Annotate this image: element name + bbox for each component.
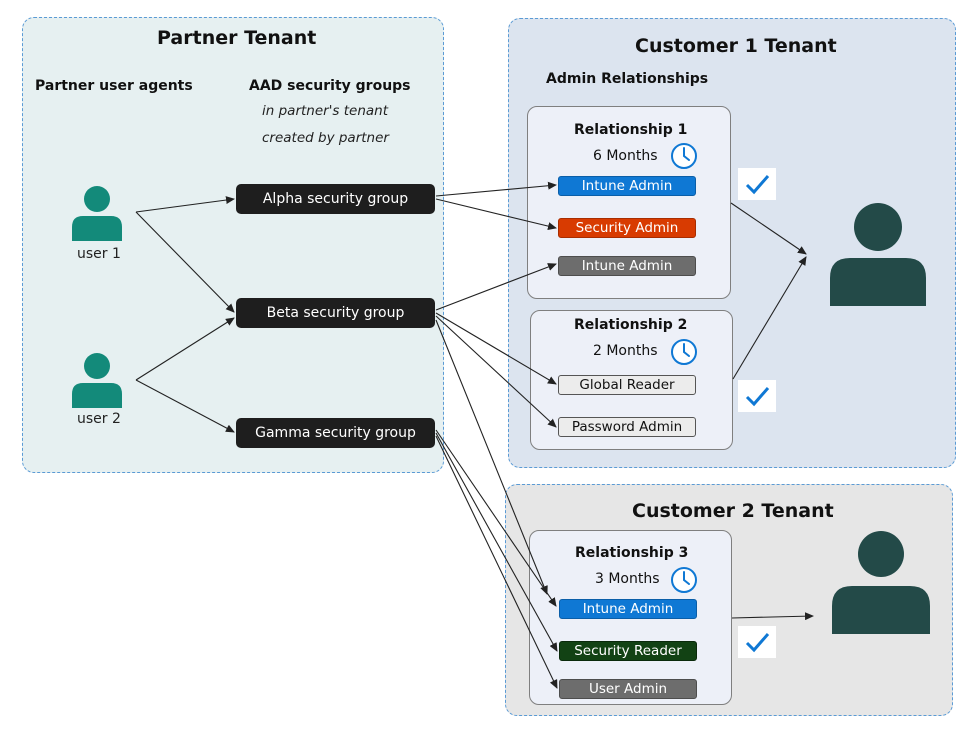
relationship-1-role-intune-admin: Intune Admin — [558, 176, 696, 196]
user-1-label: user 1 — [77, 246, 121, 262]
beta-to-global-reader-arrow — [435, 312, 557, 385]
checkmark-icon — [745, 633, 770, 653]
beta-to-password-admin-arrow — [435, 315, 557, 428]
relationship-1-clock-icon — [671, 143, 697, 169]
security-groups-heading: AAD security groups — [249, 78, 411, 94]
partner-agents-heading: Partner user agents — [35, 78, 193, 94]
relationship-3-clock-icon — [671, 567, 697, 593]
relationship-3-role-intune-admin: Intune Admin — [559, 599, 697, 619]
relationship-1-role-intune-admin-2: Intune Admin — [558, 256, 696, 276]
relationship-1-approved — [738, 168, 776, 200]
relationship-3-role-security-reader: Security Reader — [559, 641, 697, 661]
customer-1-tenant-title: Customer 1 Tenant — [635, 35, 837, 57]
relationship-1-title: Relationship 1 — [574, 122, 688, 138]
gamma-to-security-reader-arrow — [435, 432, 558, 652]
relationship-1-role-security-admin: Security Admin — [558, 218, 696, 238]
checkmark-icon — [745, 387, 770, 407]
security-groups-note-line1: in partner's tenant — [262, 103, 389, 119]
beta-to-intune-admin-2-arrow — [435, 263, 557, 311]
relationship-3-approved — [738, 626, 776, 658]
user-2-person-icon — [72, 353, 122, 408]
user-2-to-beta-arrow — [135, 317, 235, 381]
relationship-3-duration: 3 Months — [595, 571, 660, 587]
relationship-2-duration: 2 Months — [593, 343, 658, 359]
user-2-to-gamma-arrow — [135, 379, 235, 433]
beta-to-rel3-intune-admin-arrow — [435, 319, 548, 595]
relationship-2-approved — [738, 380, 776, 412]
gamma-to-user-admin-arrow — [435, 435, 558, 689]
partner-tenant-title: Partner Tenant — [157, 27, 317, 49]
relationship-1-to-customer-1-arrow — [730, 202, 807, 255]
user-1-to-beta-arrow — [135, 211, 235, 313]
user-1-to-alpha-arrow — [135, 196, 235, 213]
customer-1-user-person-icon — [830, 203, 926, 306]
relationship-2-to-customer-1-arrow — [732, 256, 807, 380]
security-groups-note-line2: created by partner — [262, 130, 389, 146]
relationship-2-role-password-admin: Password Admin — [558, 417, 696, 437]
admin-relationships-heading: Admin Relationships — [546, 71, 709, 87]
checkmark-icon — [745, 175, 770, 195]
alpha-to-security-admin-arrow — [435, 198, 557, 231]
alpha-to-intune-admin-arrow — [435, 181, 557, 197]
relationship-3-title: Relationship 3 — [575, 545, 689, 561]
relationship-1-duration: 6 Months — [593, 148, 658, 164]
relationship-2-title: Relationship 2 — [574, 317, 688, 333]
beta-security-group: Beta security group — [236, 298, 435, 328]
relationship-3-to-customer-2-arrow — [731, 612, 814, 621]
user-2-label: user 2 — [77, 411, 121, 427]
relationship-3-role-user-admin: User Admin — [559, 679, 697, 699]
relationship-2-role-global-reader: Global Reader — [558, 375, 696, 395]
relationship-2-clock-icon — [671, 339, 697, 365]
alpha-security-group: Alpha security group — [236, 184, 435, 214]
gamma-to-rel3-intune-admin-arrow — [435, 429, 557, 607]
user-1-person-icon — [72, 186, 122, 241]
gamma-security-group: Gamma security group — [236, 418, 435, 448]
customer-2-user-person-icon — [832, 531, 930, 634]
customer-2-tenant-title: Customer 2 Tenant — [632, 500, 834, 522]
